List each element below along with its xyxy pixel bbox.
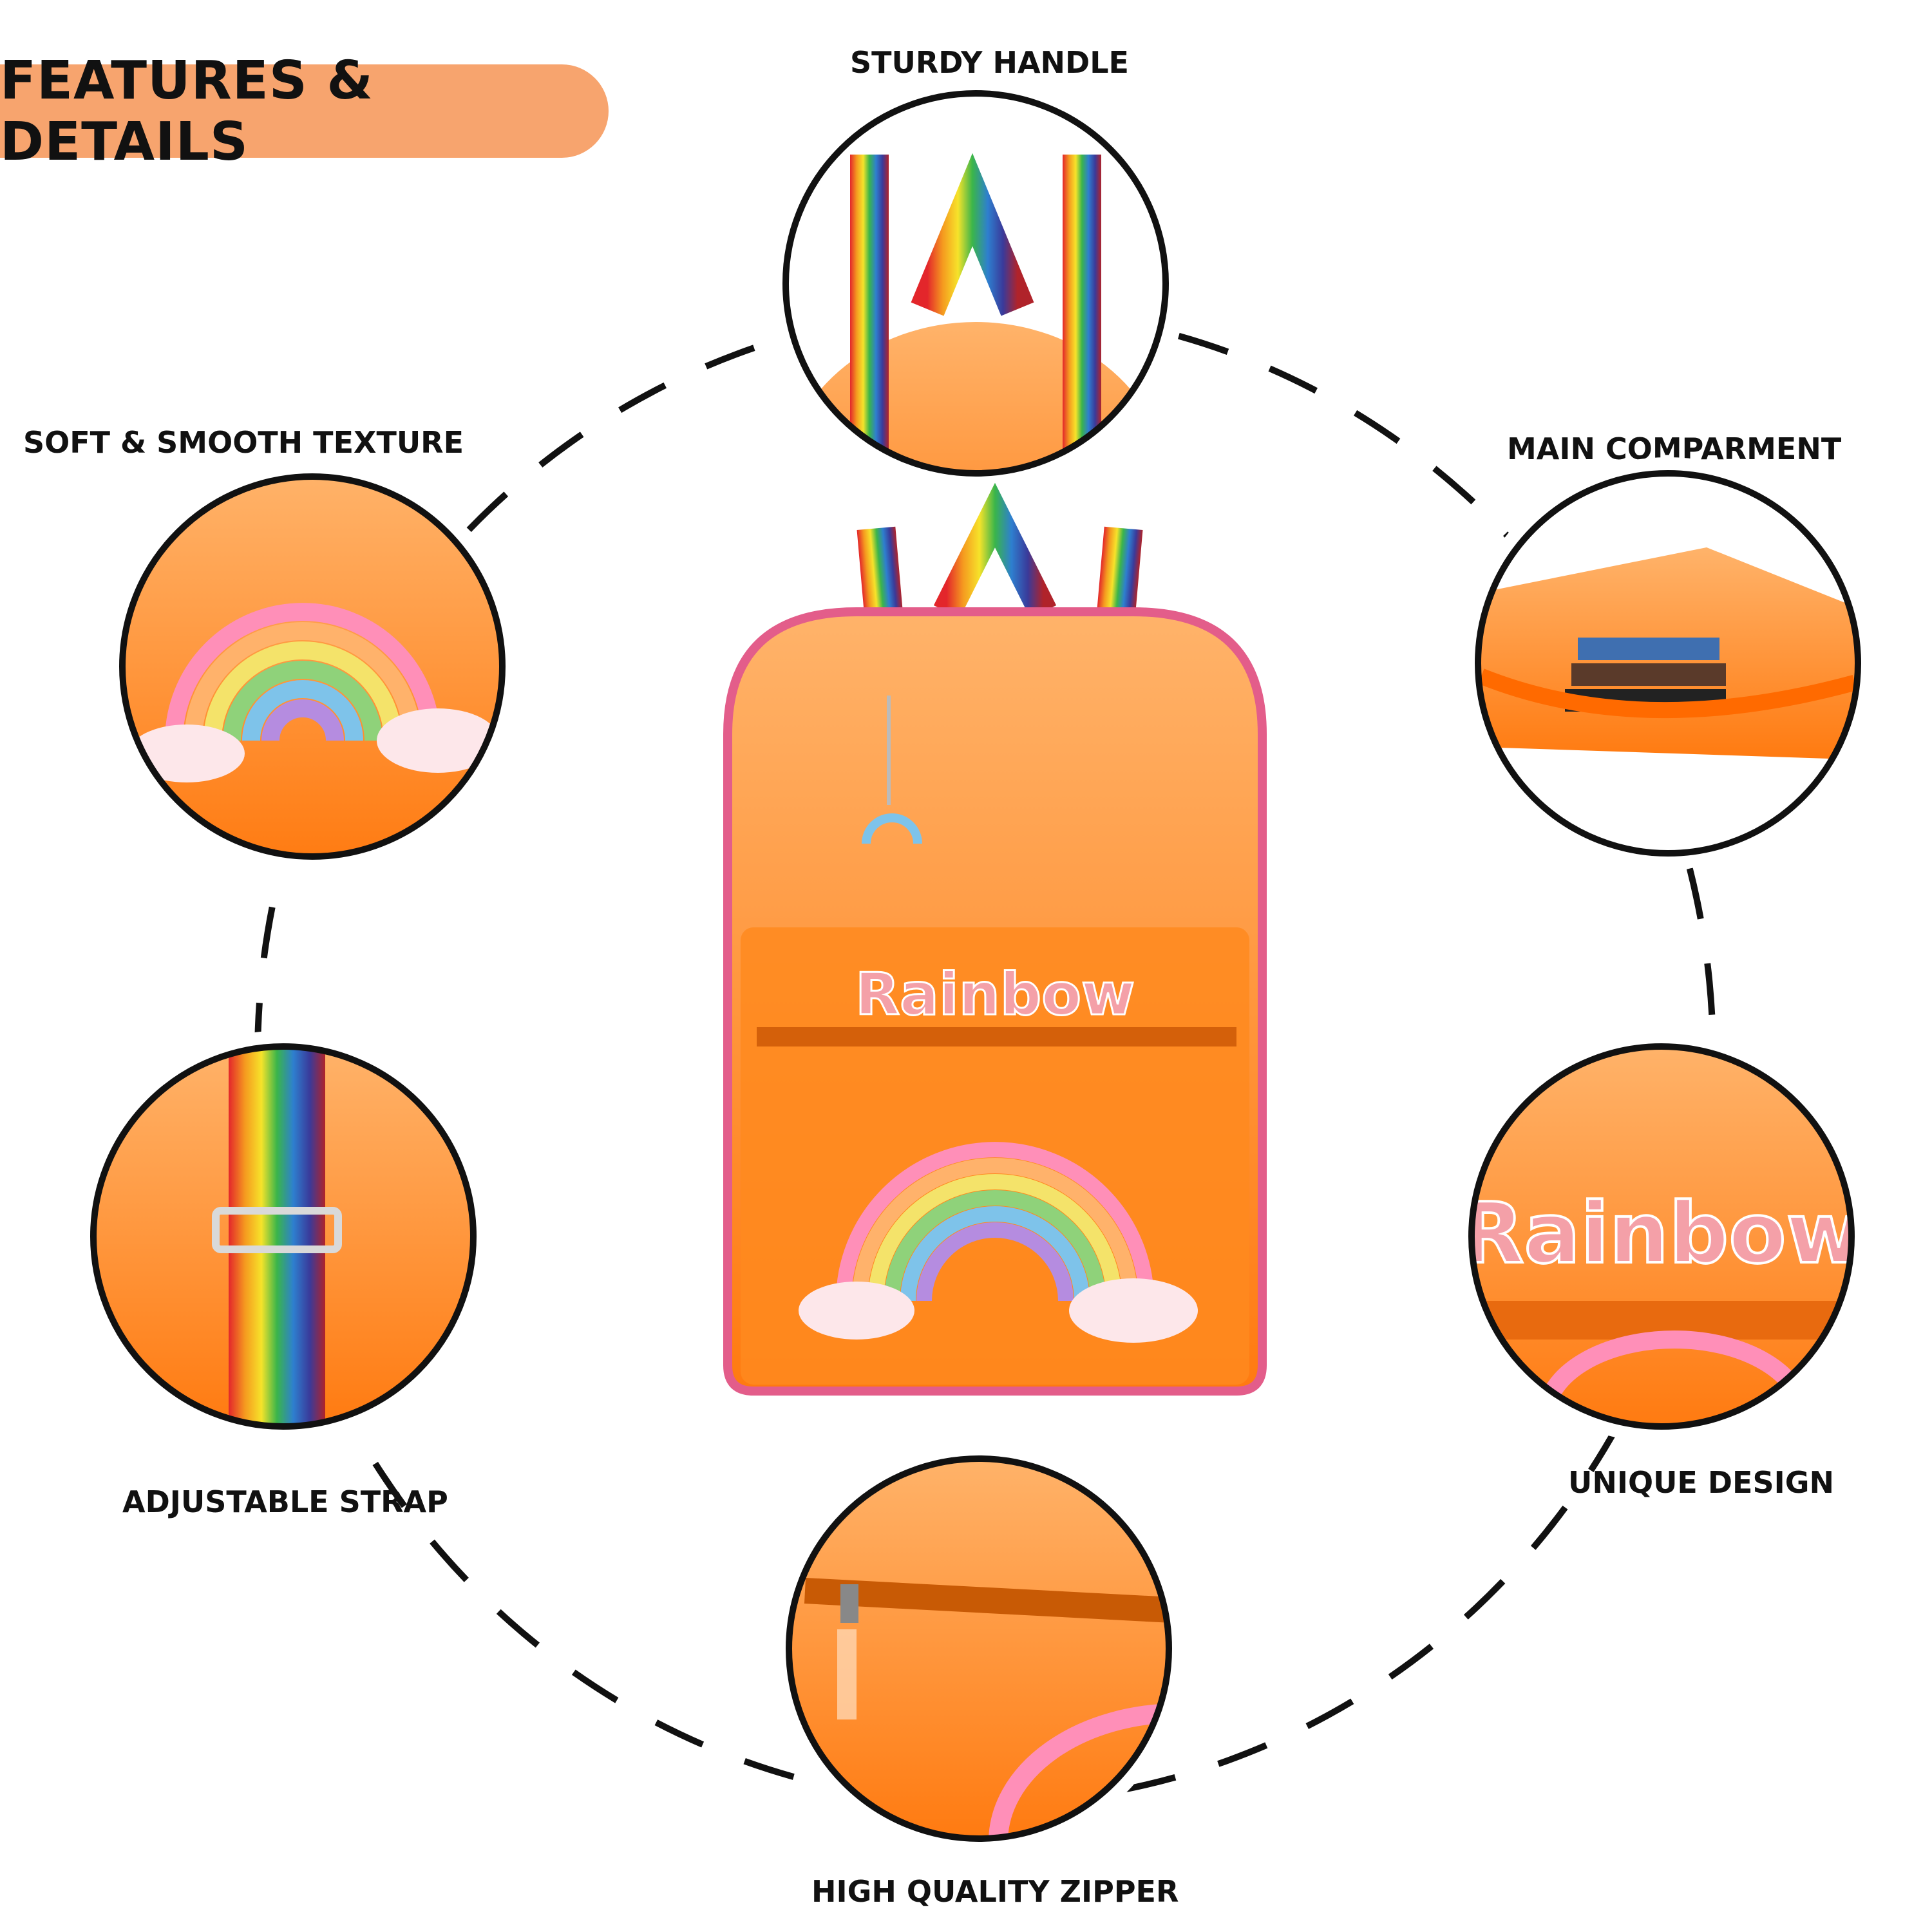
rainbow-print-text-zoom: Rainbow <box>1459 1184 1863 1282</box>
page-title: FEATURES & DETAILS <box>0 50 374 173</box>
detail-design-circle <box>1472 1046 1852 1426</box>
detail-zipper-circle <box>789 1459 1169 1839</box>
label-soft-texture: SOFT & SMOOTH TEXTURE <box>23 425 464 460</box>
detail-compartment-circle <box>1478 473 1858 853</box>
detail-strap-circle <box>93 1046 473 1426</box>
detail-texture-circle <box>122 477 502 857</box>
detail-handle-circle <box>786 93 1166 473</box>
label-unique-design: UNIQUE DESIGN <box>1568 1465 1834 1500</box>
features-badge: FEATURES & DETAILS <box>0 50 609 173</box>
rainbow-print-text: Rainbow <box>855 961 1135 1028</box>
label-zipper: HIGH QUALITY ZIPPER <box>811 1874 1179 1909</box>
backpack-image: Rainbow <box>723 482 1267 1396</box>
label-sturdy-handle: STURDY HANDLE <box>850 45 1129 80</box>
